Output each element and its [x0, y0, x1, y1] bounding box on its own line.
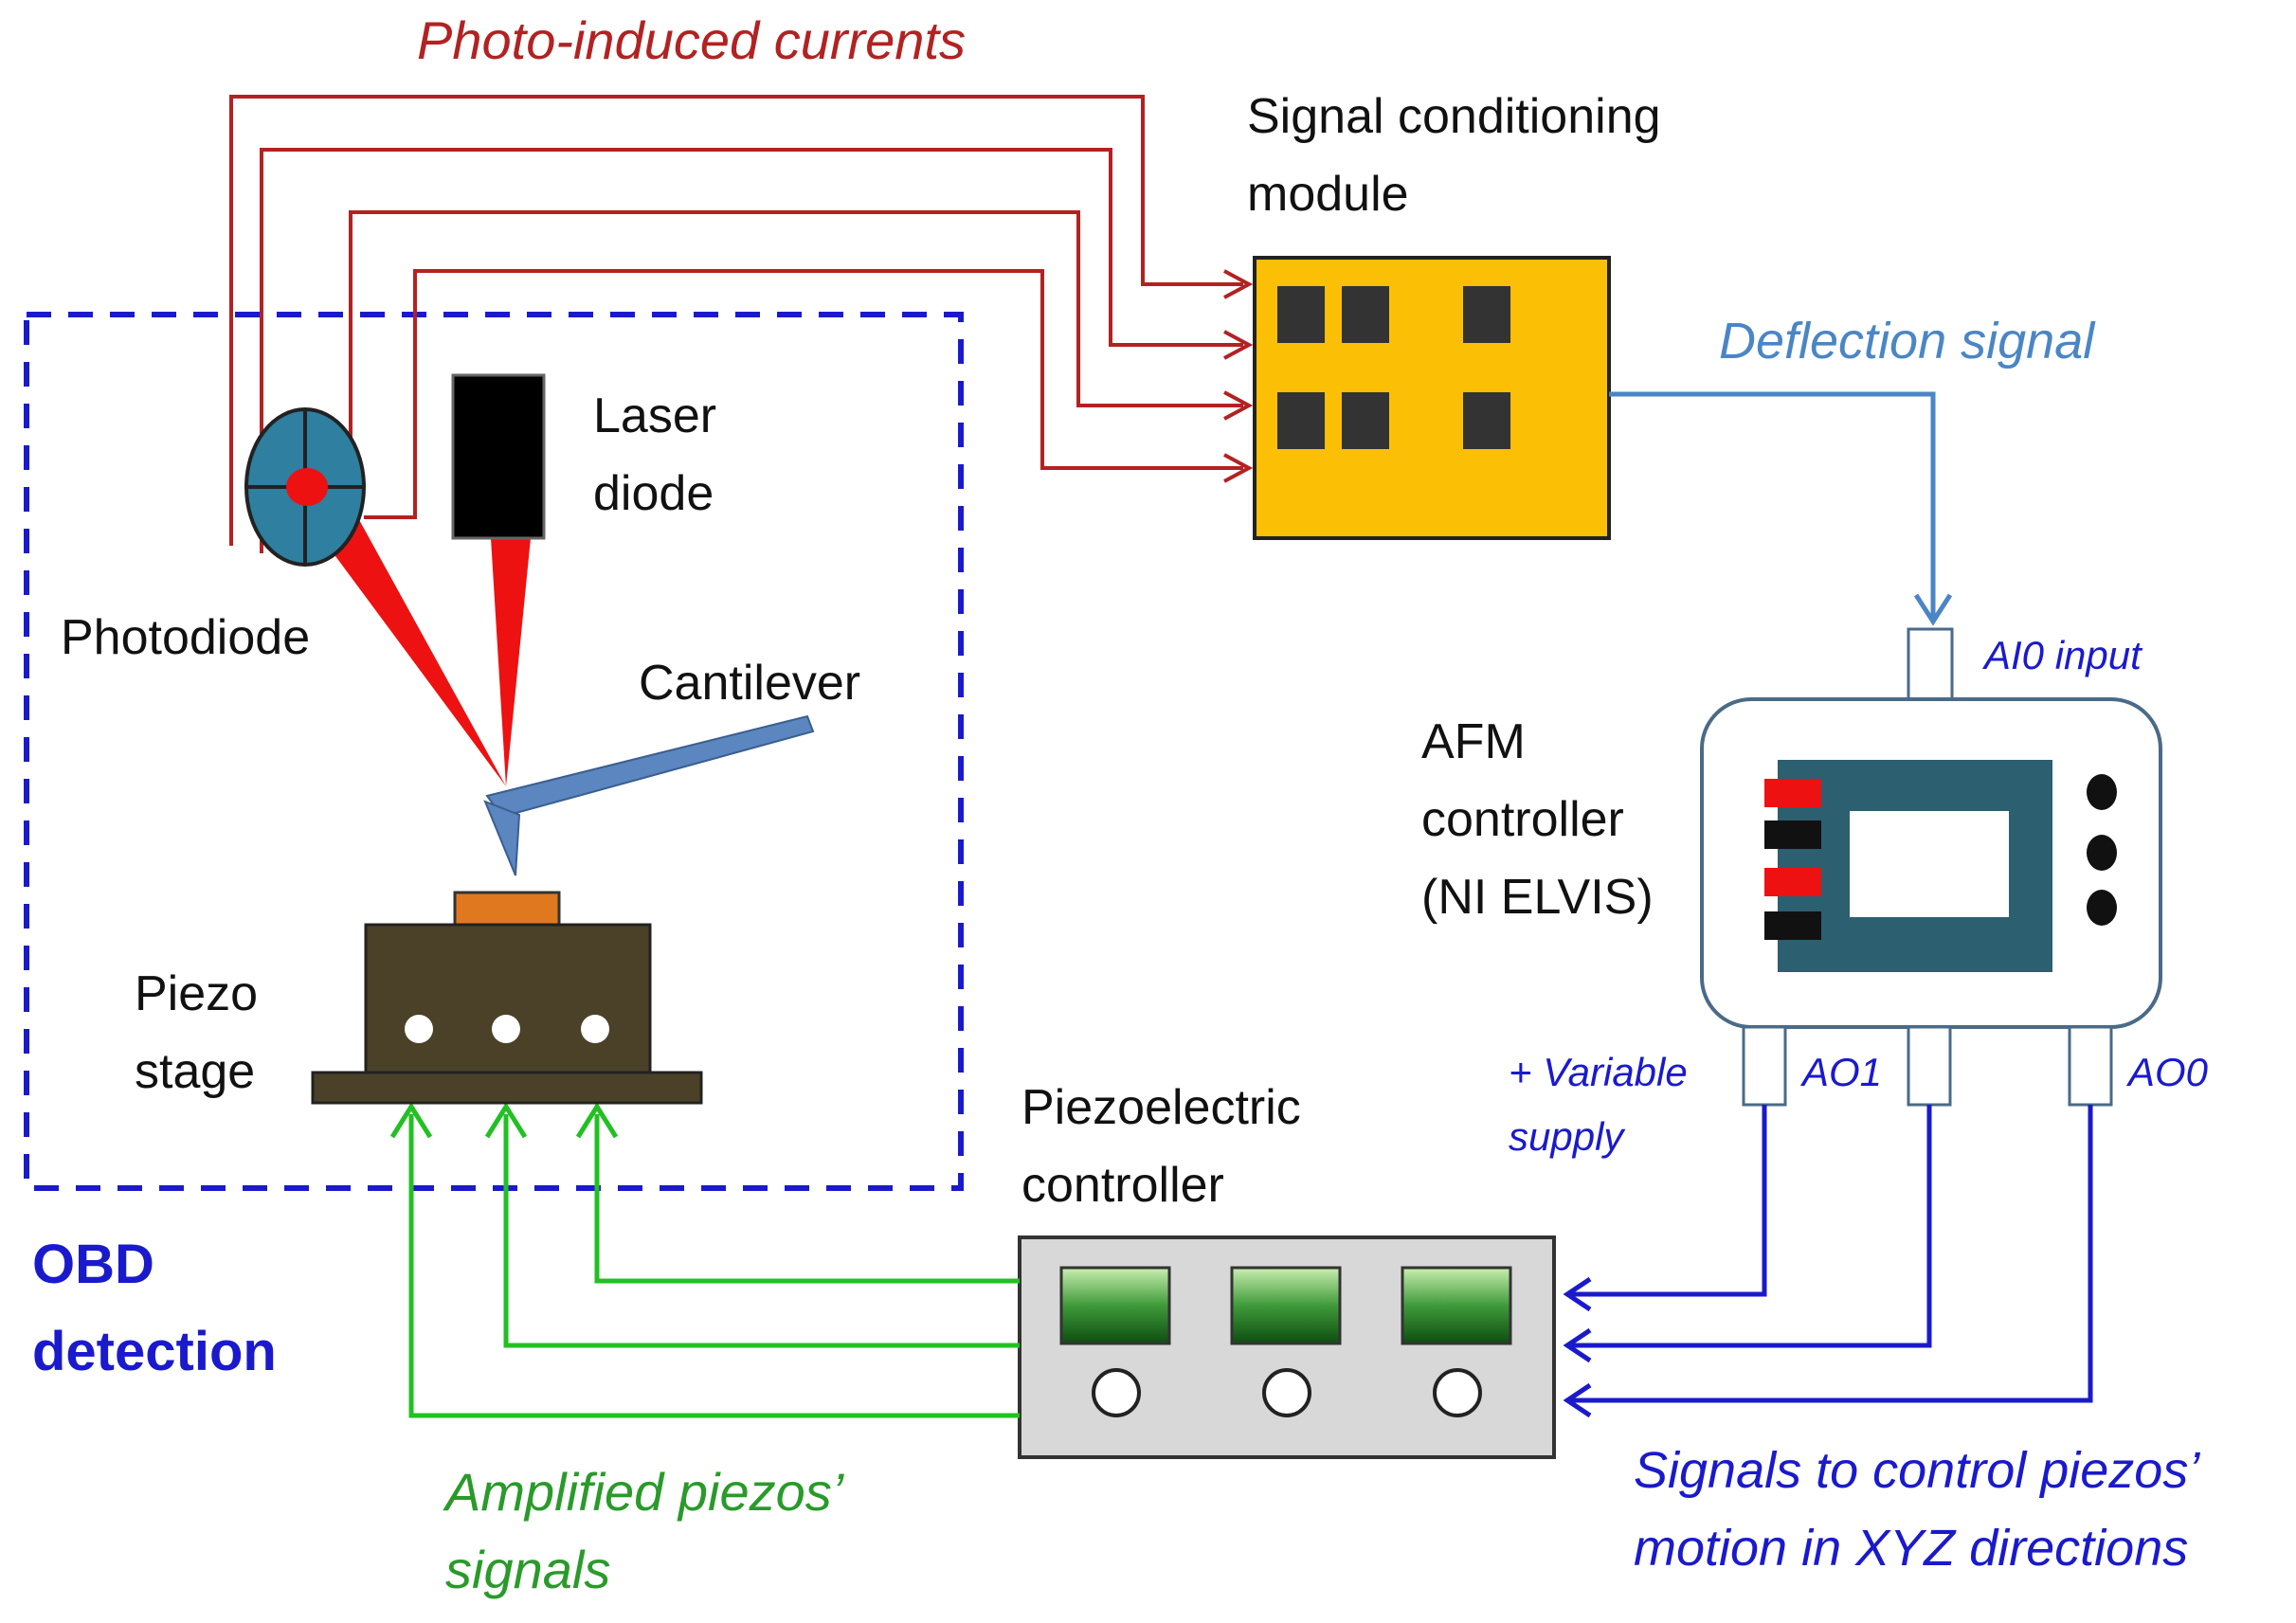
obd-detection-region [24, 312, 964, 1191]
control-signals-label-line1: Signals to control piezos’ [1634, 1442, 2200, 1499]
obd-detection-label-line1: OBD [32, 1234, 154, 1295]
module-pins [1277, 286, 1510, 449]
deflection-signal-wire [1609, 391, 1936, 618]
signal-module-label-line1: Signal conditioning [1247, 89, 1661, 144]
sample [453, 891, 561, 929]
laser-incident-beam [491, 538, 531, 786]
piezoelectric-controller-label-line2: controller [1021, 1158, 1224, 1213]
photo-currents-label: Photo-induced currents [417, 10, 966, 70]
laser-diode [451, 373, 546, 540]
obd-detection-label-line2: detection [32, 1321, 277, 1382]
photodiode-label: Photodiode [61, 610, 310, 665]
laser-diode-label-line2: diode [593, 466, 714, 521]
laser-diode-label-line1: Laser [593, 388, 716, 443]
piezo-stage-label-line1: Piezo [135, 966, 258, 1021]
ai0-input-connector [1907, 627, 1954, 703]
afm-controller-knobs [2087, 774, 2117, 926]
piezo-stage-base [311, 1071, 703, 1105]
piezoelectric-controller-label-line1: Piezoelectric [1021, 1080, 1301, 1135]
afm-controller-screen [1850, 811, 2009, 917]
control-signals-label-line2: motion in XYZ directions [1634, 1520, 2188, 1577]
photodiode [244, 407, 366, 567]
amplified-signals-label-line2: signals [445, 1540, 610, 1599]
deflection-signal-arrowhead [1913, 593, 1953, 626]
cantilever [483, 714, 815, 876]
piezo-stage-holes [405, 1015, 609, 1043]
control-signal-wires [1569, 1105, 2093, 1403]
signal-module-label-line2: module [1247, 167, 1409, 222]
cantilever-label: Cantilever [639, 656, 860, 711]
variable-supply-label-line1: + Variable [1509, 1050, 1688, 1094]
piezo-stage-block [364, 923, 652, 1074]
afm-controller-terminals [1764, 779, 1821, 940]
control-signal-arrowheads [1563, 1276, 1592, 1418]
afm-output-connectors [1742, 1025, 2113, 1107]
variable-supply-label-line2: supply [1509, 1114, 1626, 1159]
afm-controller-label-line2: controller [1421, 792, 1624, 847]
amplified-signal-arrowheads [389, 1102, 619, 1139]
amplified-signals-label-line1: Amplified piezos’ [443, 1462, 845, 1522]
deflection-signal-label: Deflection signal [1719, 313, 2096, 370]
ai0-input-label: AI0 input [1981, 633, 2143, 677]
photo-current-wires [229, 95, 1243, 553]
photo-current-arrowheads [1223, 269, 1254, 483]
afm-controller-label-line3: (NI ELVIS) [1421, 870, 1654, 925]
amplified-signal-wires [408, 1114, 1020, 1418]
piezo-controller-dials [1092, 1368, 1482, 1417]
piezo-stage-label-line2: stage [135, 1044, 255, 1099]
ao1-label: AO1 [1799, 1050, 1882, 1094]
afm-controller-label-line1: AFM [1421, 714, 1526, 769]
piezo-controller-meters [1059, 1266, 1512, 1345]
ao0-label: AO0 [2125, 1050, 2209, 1094]
